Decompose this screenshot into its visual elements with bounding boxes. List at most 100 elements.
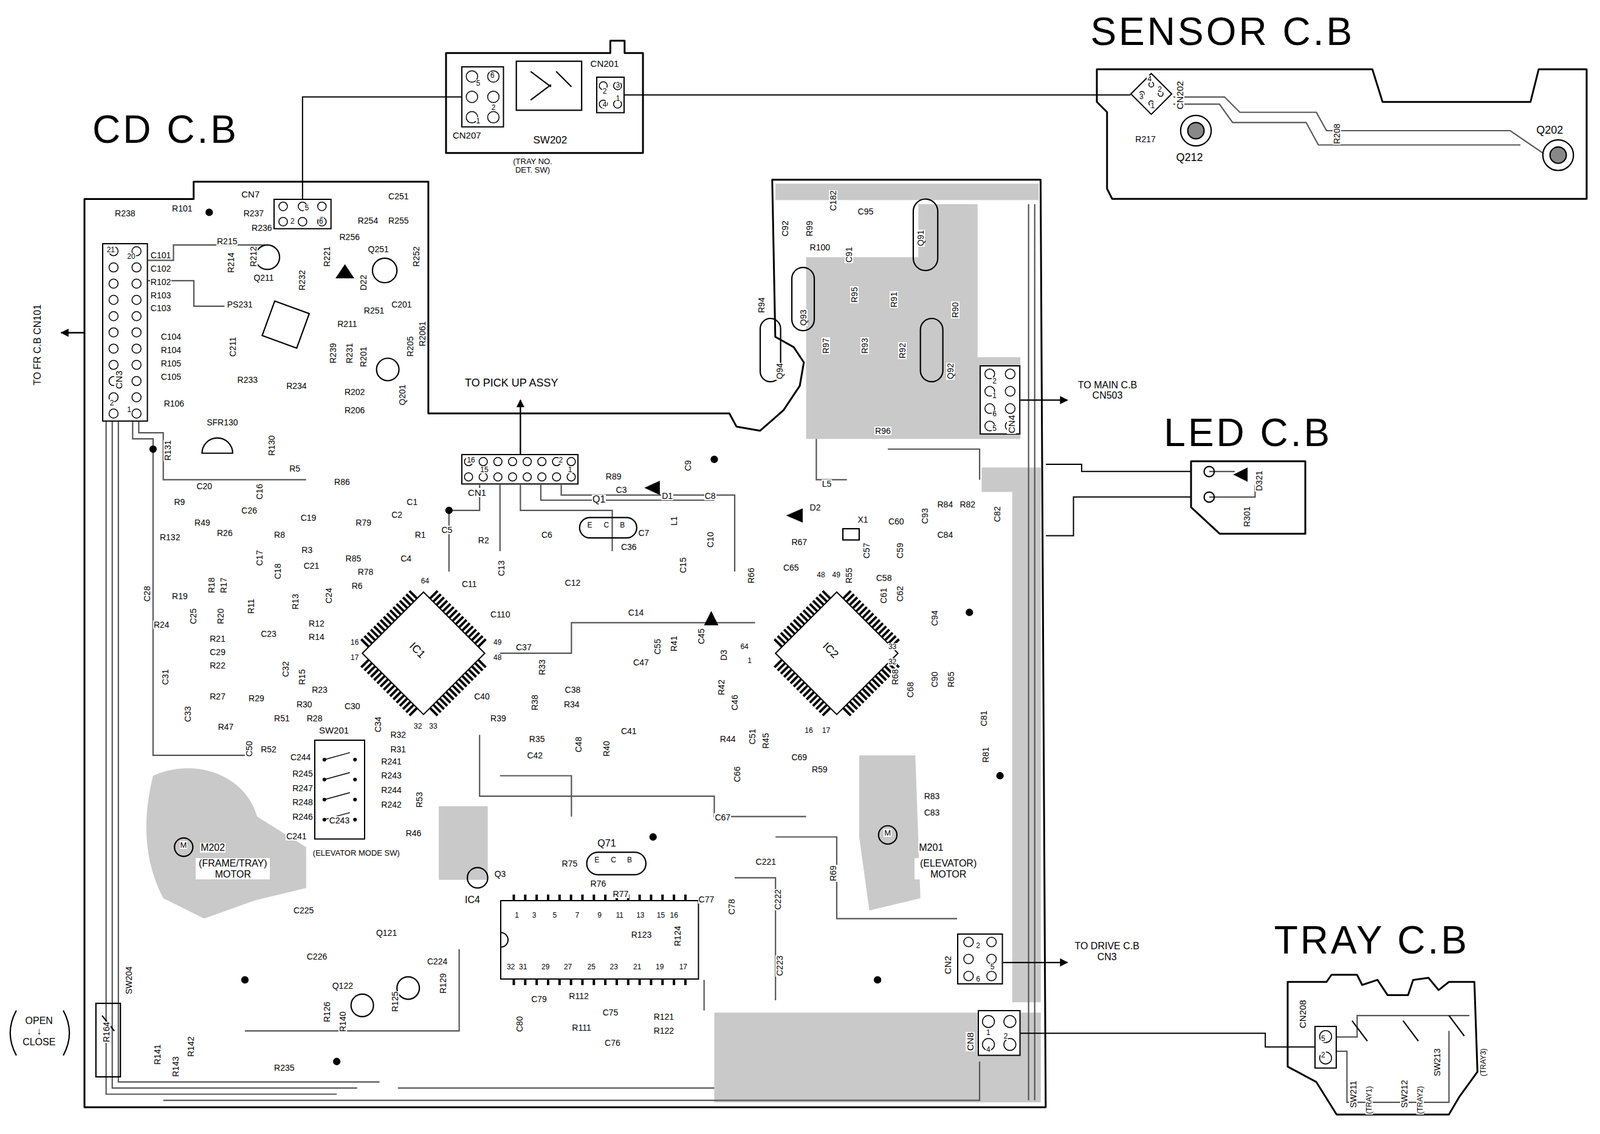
part-label: R125 <box>390 990 400 1012</box>
part-label: R81 <box>981 746 990 764</box>
part-label: R59 <box>811 765 829 774</box>
component-symbol <box>704 612 718 625</box>
part-label: 1 <box>126 405 132 414</box>
connector-body <box>274 199 332 229</box>
part-label: R18 <box>207 577 216 595</box>
part-label: TO PICK UP ASSY <box>464 377 559 389</box>
part-label: R241 <box>380 757 402 766</box>
part-label: 31 <box>518 963 528 971</box>
part-label: R3 <box>300 545 313 555</box>
part-label: R49 <box>193 518 211 527</box>
component-symbol <box>255 244 280 270</box>
component-symbol <box>1352 1015 1465 1041</box>
part-label: Q211 <box>252 273 275 282</box>
part-label: 19 <box>655 963 665 971</box>
shape-outline <box>977 1009 1021 1057</box>
part-label: R252 <box>412 245 421 267</box>
part-label: R21 <box>209 634 227 643</box>
part-label: 16 <box>669 911 679 919</box>
part-label: R51 <box>273 714 291 723</box>
pcb-trace <box>540 484 715 501</box>
board-cable <box>302 97 462 200</box>
part-label: C67 <box>714 813 732 822</box>
component-symbol <box>587 851 646 875</box>
part-label: C4 <box>399 554 413 563</box>
component-symbol <box>201 438 233 454</box>
part-label: C78 <box>727 898 736 916</box>
part-label: C110 <box>489 610 511 619</box>
part-label: R34 <box>563 700 581 709</box>
connector-pin <box>108 360 118 370</box>
part-label: C33 <box>183 705 193 723</box>
component-symbol <box>1542 139 1574 171</box>
switch-contact <box>324 772 351 781</box>
part-label: R9 <box>173 497 186 507</box>
part-label: C60 <box>887 517 905 526</box>
component-symbol <box>791 267 815 331</box>
connector-pin <box>1005 404 1015 414</box>
pcb-trace <box>147 244 265 261</box>
part-label: C65 <box>782 563 800 572</box>
part-label: 1 <box>1149 102 1156 110</box>
part-label: R97 <box>821 337 831 355</box>
part-label: R78 <box>357 567 375 577</box>
connector: CN7 <box>273 198 332 230</box>
part-label: C90 <box>930 670 939 688</box>
part-label: C241 <box>285 831 307 841</box>
part-label: Q92 <box>946 362 955 380</box>
part-label: (TRAY2) <box>1416 1085 1424 1115</box>
component-symbol <box>530 71 572 101</box>
part-label: 29 <box>540 963 550 971</box>
part-label: 23 <box>608 963 619 971</box>
part-label: 4 <box>602 100 608 109</box>
connector-pin <box>986 954 997 965</box>
component-symbol <box>261 300 309 348</box>
part-label: 16 <box>350 638 360 646</box>
part-label: R82 <box>958 500 976 509</box>
pcb-trace <box>398 1087 715 1089</box>
part-label: R201 <box>359 345 368 368</box>
part-label: 33 <box>887 642 897 651</box>
part-label: R106 <box>163 399 185 408</box>
connector-body <box>461 454 578 484</box>
off-board-arrow <box>61 331 86 334</box>
ic-body <box>362 591 485 715</box>
part-label: D3 <box>719 648 728 662</box>
part-label: 5 <box>991 424 998 433</box>
connector-pin <box>537 472 547 482</box>
part-label: C24 <box>324 587 334 605</box>
part-label: R33 <box>537 658 547 676</box>
board-title: SENSOR C.B <box>1089 12 1356 52</box>
connector-pin <box>108 408 118 419</box>
part-label: R142 <box>186 1035 196 1057</box>
part-label: R11 <box>246 597 256 615</box>
part-label: Q1 <box>591 494 606 505</box>
connector-pin <box>131 262 141 272</box>
part-label: C225 <box>292 906 315 915</box>
part-label: R232 <box>297 269 307 291</box>
board-edge <box>1096 69 1587 199</box>
connector-pin <box>508 472 518 482</box>
part-label: 17 <box>678 963 688 971</box>
part-label: 4 <box>985 1045 992 1054</box>
part-label: C11 <box>461 579 478 589</box>
pcb-trace <box>703 979 705 1010</box>
part-label: R8 <box>273 530 286 540</box>
part-label: R236 <box>250 223 273 233</box>
part-label: E <box>593 856 600 864</box>
part-label: D2 <box>809 503 822 512</box>
part-label: C50 <box>244 740 254 758</box>
part-label: 2 <box>558 456 564 464</box>
part-label: R76 <box>590 879 608 888</box>
part-label: PS231 <box>226 300 254 309</box>
component-part: IC1 <box>346 576 501 730</box>
connector: CN3 <box>102 243 149 422</box>
component-part: IC2 <box>760 576 914 730</box>
component-symbol <box>1203 466 1215 478</box>
part-label: 2 <box>602 87 608 95</box>
pcb-trace <box>816 438 847 480</box>
part-label: R27 <box>209 692 227 701</box>
component-symbol <box>1203 492 1215 503</box>
component-symbol <box>966 609 973 616</box>
